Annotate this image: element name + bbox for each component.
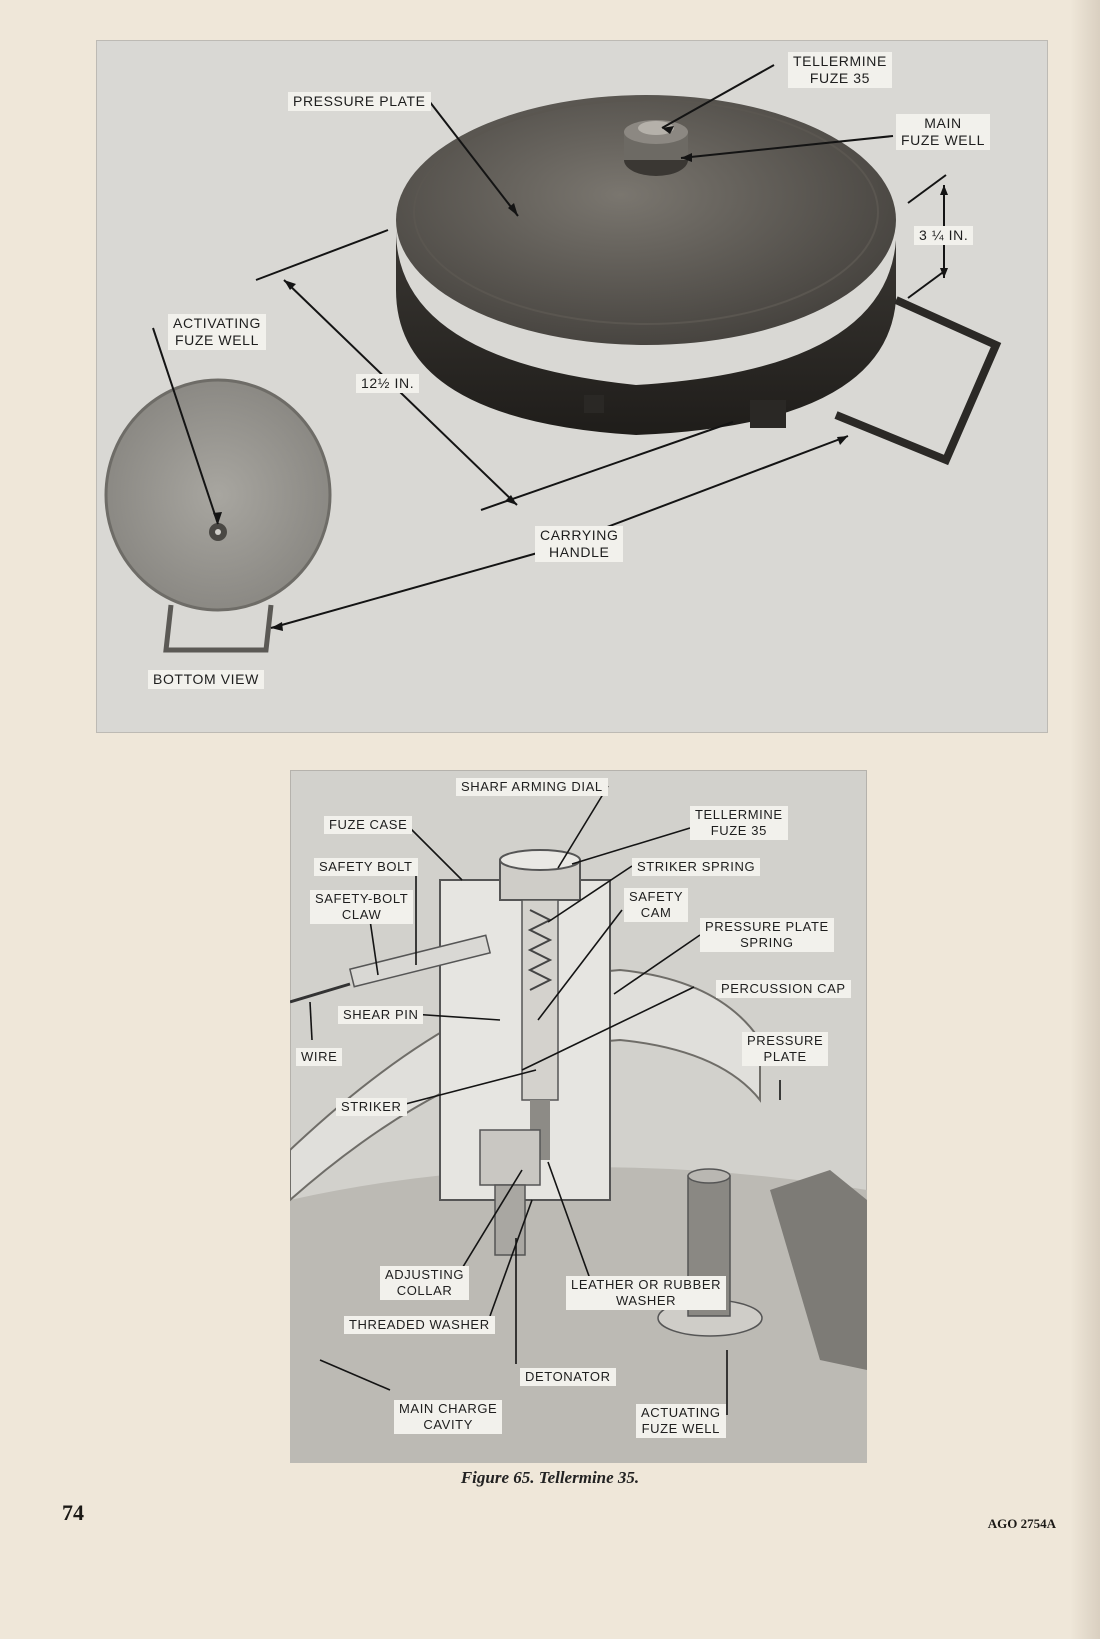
label-percussion-cap: PERCUSSION CAP <box>716 980 851 998</box>
label-safety-bolt-claw: SAFETY-BOLT CLAW <box>310 890 414 924</box>
tellermine-exterior-photo: PRESSURE PLATE TELLERMINE FUZE 35 MAIN F… <box>96 40 1048 733</box>
label-leather-or-rubber-washer: LEATHER OR RUBBER WASHER <box>566 1276 727 1310</box>
cutaway-leader-lines <box>309 785 781 1415</box>
label-fuze-case: FUZE CASE <box>324 816 413 834</box>
safety-bolt-shape <box>290 934 492 1004</box>
label-tellermine-fuze-35: TELLERMINE FUZE 35 <box>690 806 788 840</box>
tellermine-exterior-drawing <box>104 64 1002 653</box>
label-threaded-washer: THREADED WASHER <box>344 1316 495 1334</box>
label-pressure-plate: PRESSURE PLATE <box>288 92 431 111</box>
label-striker: STRIKER <box>336 1098 407 1116</box>
page-number: 74 <box>62 1500 84 1525</box>
footer-code: AGO 2754A <box>987 1516 1056 1531</box>
page-edge-shadow <box>1070 0 1100 1639</box>
label-pressure-plate-spring: PRESSURE PLATE SPRING <box>700 918 834 952</box>
fuze-cutaway-drawing: SHARF ARMING DIAL FUZE CASE TELLERMINE F… <box>290 770 867 1463</box>
label-detonator: DETONATOR <box>520 1368 616 1386</box>
label-pressure-plate: PRESSURE PLATE <box>742 1032 829 1066</box>
cutaway-illustration <box>290 785 867 1463</box>
label-main-charge-cavity: MAIN CHARGE CAVITY <box>394 1400 503 1434</box>
carrying-handle-shape <box>834 296 1002 466</box>
label-carrying-handle: CARRYING HANDLE <box>535 526 624 562</box>
mine-body <box>396 95 896 435</box>
label-adjusting-collar: ADJUSTING COLLAR <box>380 1266 470 1300</box>
leader-arrowheads <box>213 126 948 631</box>
label-safety-bolt: SAFETY BOLT <box>314 858 418 876</box>
label-main-fuze-well: MAIN FUZE WELL <box>896 114 990 150</box>
label-striker-spring: STRIKER SPRING <box>632 858 761 876</box>
label-height-dimension: 3 ¼ IN. <box>914 226 974 245</box>
label-bottom-view: BOTTOM VIEW <box>148 670 264 689</box>
label-safety-cam: SAFETY CAM <box>624 888 689 922</box>
label-wire: WIRE <box>296 1048 343 1066</box>
label-actuating-fuze-well: ACTUATING FUZE WELL <box>636 1404 726 1438</box>
label-shear-pin: SHEAR PIN <box>338 1006 424 1024</box>
main-fuze <box>624 120 688 176</box>
label-sharf-arming-dial: SHARF ARMING DIAL <box>456 778 608 796</box>
label-activating-fuze-well: ACTIVATING FUZE WELL <box>168 314 266 350</box>
figure-caption: Figure 65. Tellermine 35. <box>460 1468 640 1487</box>
bottom-view-disc <box>104 378 332 653</box>
fuze-body <box>439 849 611 1256</box>
label-diameter-dimension: 12½ IN. <box>356 374 420 393</box>
label-tellermine-fuze: TELLERMINE FUZE 35 <box>788 52 892 88</box>
